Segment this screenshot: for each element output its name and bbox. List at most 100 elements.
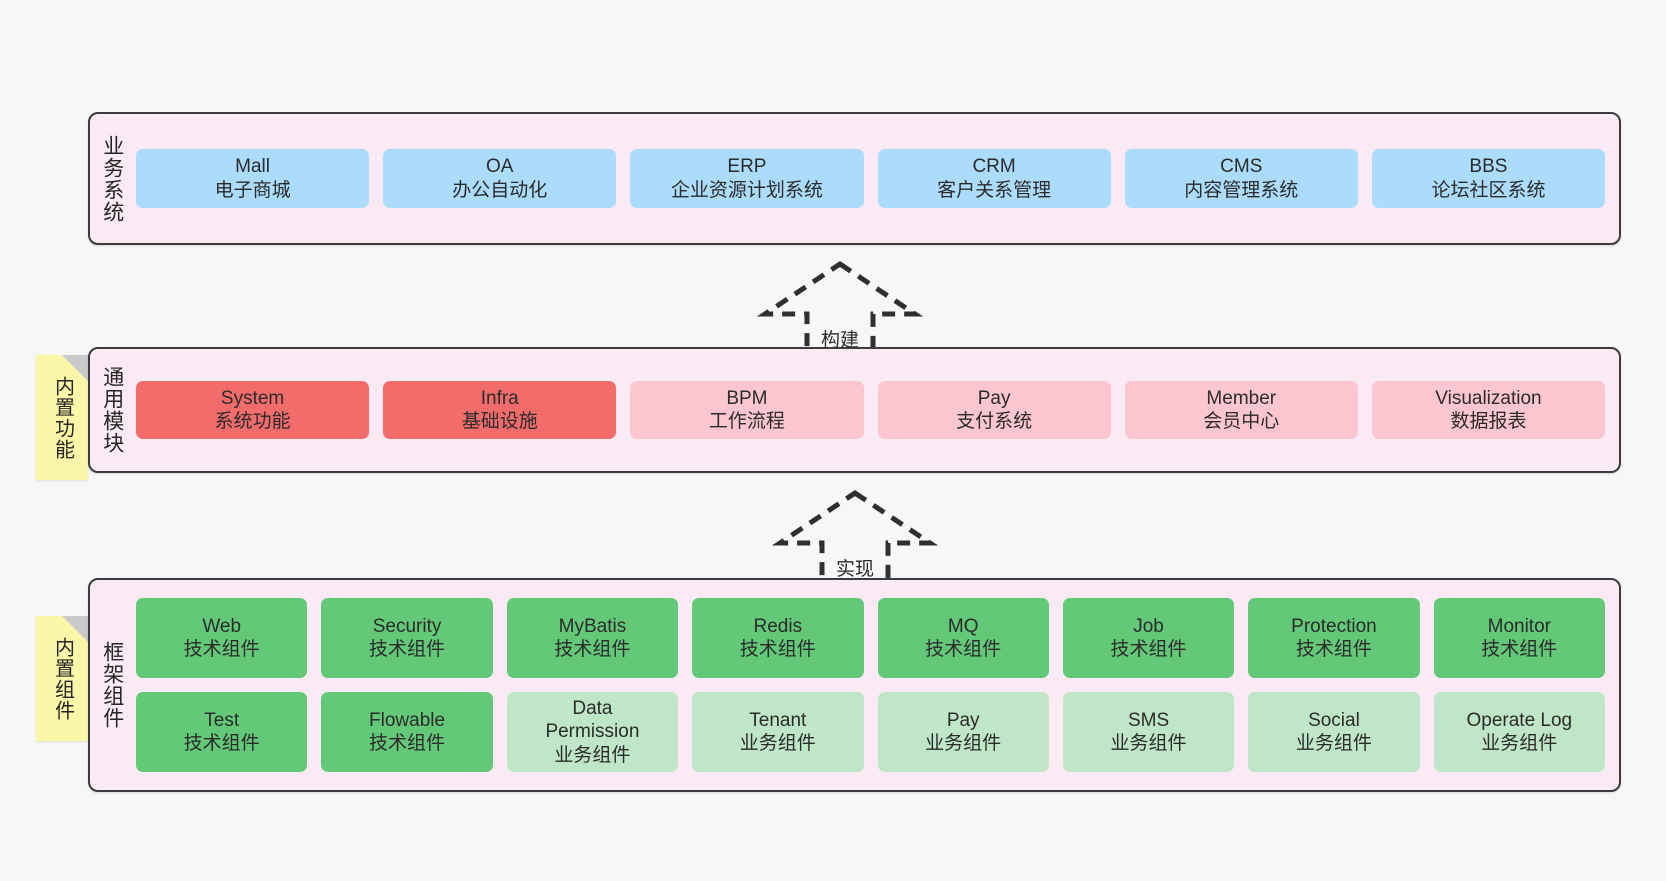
card-mq-en: MQ [947,615,979,637]
card-system-cn: 系统功能 [214,411,291,432]
card-flowable-en: Flowable [369,709,446,731]
card-oa-en: OA [486,156,514,178]
card-social-en: Social [1308,709,1360,731]
card-monitor[interactable]: Monitor 技术组件 [1433,598,1605,678]
card-tenant-en: Tenant [749,709,807,731]
business-systems-row: Mall 电子商城 OA 办公自动化 ERP 企业资源计划系统 CRM 客户关系… [136,149,1606,208]
card-operate-log-cn: 业务组件 [1481,733,1558,754]
card-erp[interactable]: ERP 企业资源计划系统 [630,149,864,208]
card-sms-en: SMS [1127,709,1170,731]
card-web-en: Web [202,615,242,637]
card-bbs[interactable]: BBS 论坛社区系统 [1371,149,1606,208]
layer-business-systems-title: 业务系统 [100,134,124,223]
card-operate-log[interactable]: Operate Log 业务组件 [1433,692,1605,772]
card-social[interactable]: Social 业务组件 [1248,692,1420,772]
card-web-cn: 技术组件 [183,639,260,660]
layer-common-modules-title: 通用模块 [100,366,124,454]
card-infra-cn: 基础设施 [461,411,538,432]
card-data-permission[interactable]: Data Permission 业务组件 [506,692,679,772]
common-modules-row: System 系统功能 Infra 基础设施 BPM 工作流程 Pay 支付系统… [136,380,1606,440]
card-data-permission-cn: 业务组件 [554,744,631,766]
card-pay-module[interactable]: Pay 支付系统 [877,380,1111,440]
card-mq[interactable]: MQ 技术组件 [877,598,1049,678]
card-security-cn: 技术组件 [369,639,446,660]
card-pay-module-cn: 支付系统 [956,411,1033,432]
card-visualization-cn: 数据报表 [1450,411,1527,432]
arrow-build: 构建 [755,258,925,358]
card-test[interactable]: Test 技术组件 [136,692,308,772]
card-member-en: Member [1206,387,1277,409]
card-protection[interactable]: Protection 技术组件 [1248,598,1420,678]
framework-business-row: Test 技术组件 Flowable 技术组件 Data Permission … [136,692,1605,772]
card-sms-cn: 业务组件 [1110,733,1187,754]
layer-business-systems: 业务系统 Mall 电子商城 OA 办公自动化 ERP 企业资源计划系统 CRM… [88,112,1621,245]
card-job-cn: 技术组件 [1110,639,1187,660]
card-pay-component[interactable]: Pay 业务组件 [877,692,1049,772]
card-mq-cn: 技术组件 [925,639,1002,660]
card-test-cn: 技术组件 [183,733,260,754]
card-mybatis[interactable]: MyBatis 技术组件 [506,598,679,678]
card-cms[interactable]: CMS 内容管理系统 [1124,149,1358,208]
card-operate-log-en: Operate Log [1466,709,1573,731]
card-flowable[interactable]: Flowable 技术组件 [321,692,493,772]
card-web[interactable]: Web 技术组件 [136,598,308,678]
card-cms-en: CMS [1220,156,1263,178]
card-erp-en: ERP [727,156,767,178]
card-redis-cn: 技术组件 [739,639,816,660]
sticky-fold-corner-icon [62,355,88,381]
card-protection-cn: 技术组件 [1295,639,1372,660]
card-data-permission-en: Data Permission [545,698,640,743]
layer-framework-components: 框架组件 Web 技术组件 Security 技术组件 MyBatis 技术组件… [88,578,1621,792]
card-mall[interactable]: Mall 电子商城 [136,149,370,208]
card-crm-en: CRM [972,156,1016,178]
card-oa[interactable]: OA 办公自动化 [383,149,617,208]
card-mall-en: Mall [235,156,270,178]
card-member[interactable]: Member 会员中心 [1124,380,1358,440]
sticky-note-builtin-components-label: 内置组件 [51,636,74,721]
card-redis-en: Redis [753,615,803,637]
card-system[interactable]: System 系统功能 [136,380,370,440]
card-redis[interactable]: Redis 技术组件 [692,598,864,678]
card-visualization[interactable]: Visualization 数据报表 [1371,380,1606,440]
card-job[interactable]: Job 技术组件 [1062,598,1235,678]
card-visualization-en: Visualization [1435,387,1542,409]
card-oa-cn: 办公自动化 [452,179,548,201]
card-erp-cn: 企业资源计划系统 [670,179,823,201]
card-mall-cn: 电子商城 [214,179,291,201]
card-bpm-cn: 工作流程 [708,411,785,432]
arrow-implement-label: 实现 [835,559,875,580]
layer-common-modules: 通用模块 System 系统功能 Infra 基础设施 BPM 工作流程 Pay… [88,347,1621,473]
card-crm[interactable]: CRM 客户关系管理 [877,149,1111,208]
sticky-note-builtin-features-label: 内置功能 [51,375,74,460]
card-bbs-en: BBS [1469,156,1508,178]
card-bpm-en: BPM [726,387,768,409]
card-member-cn: 会员中心 [1203,411,1280,432]
framework-tech-row: Web 技术组件 Security 技术组件 MyBatis 技术组件 Redi… [136,598,1605,678]
card-protection-en: Protection [1291,615,1377,637]
card-flowable-cn: 技术组件 [369,733,446,754]
card-security-en: Security [372,615,442,637]
layer-framework-components-title: 框架组件 [100,641,124,729]
card-mybatis-cn: 技术组件 [554,639,631,660]
sticky-fold-corner-icon [62,616,88,642]
card-infra[interactable]: Infra 基础设施 [383,380,617,440]
layer-business-systems-body: Mall 电子商城 OA 办公自动化 ERP 企业资源计划系统 CRM 客户关系… [134,114,1619,243]
card-pay-component-cn: 业务组件 [925,733,1002,754]
card-job-en: Job [1133,615,1164,637]
card-security[interactable]: Security 技术组件 [321,598,493,678]
card-crm-cn: 客户关系管理 [937,179,1052,201]
card-bpm[interactable]: BPM 工作流程 [630,380,864,440]
card-cms-cn: 内容管理系统 [1184,179,1299,201]
card-bbs-cn: 论坛社区系统 [1431,179,1546,201]
card-system-en: System [220,387,285,409]
card-tenant[interactable]: Tenant 业务组件 [692,692,864,772]
sticky-note-builtin-features: 内置功能 [36,355,88,480]
card-tenant-cn: 业务组件 [739,733,816,754]
layer-common-modules-body: System 系统功能 Infra 基础设施 BPM 工作流程 Pay 支付系统… [134,349,1619,471]
card-monitor-cn: 技术组件 [1481,639,1558,660]
card-monitor-en: Monitor [1487,615,1551,637]
card-sms[interactable]: SMS 业务组件 [1062,692,1235,772]
arrow-build-label: 构建 [820,330,860,351]
card-pay-component-en: Pay [946,709,980,731]
card-test-en: Test [204,709,240,731]
